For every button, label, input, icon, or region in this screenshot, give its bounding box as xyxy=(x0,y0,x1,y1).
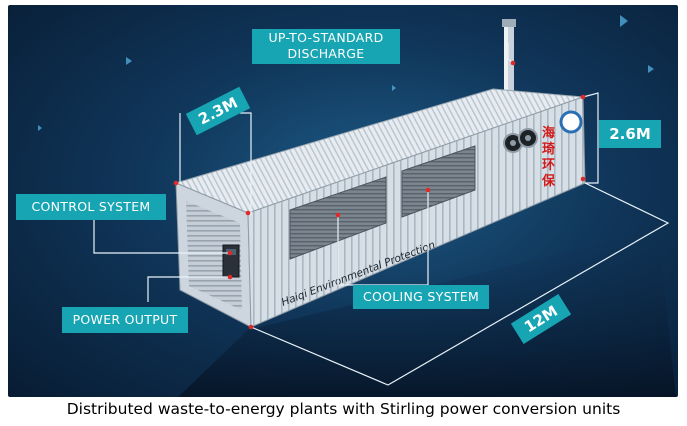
sign-char-2: 琦 xyxy=(542,141,555,157)
sign-char-1: 海 xyxy=(542,125,555,141)
leader-lines xyxy=(93,43,670,386)
exhaust-fans xyxy=(503,128,538,153)
company-logo xyxy=(559,110,583,134)
control-system-label: CONTROL SYSTEM xyxy=(16,194,166,220)
cooling-grille-right xyxy=(401,145,476,218)
discharge-label-line2: DISCHARGE xyxy=(287,46,365,61)
anchor-dots xyxy=(173,60,586,330)
background-particles xyxy=(38,15,654,131)
diagram-scene: 海 琦 环 保 Haiqi Environmental Protection xyxy=(8,5,678,397)
discharge-label-line1: UP-TO-STANDARD xyxy=(268,30,384,45)
power-output-label: POWER OUTPUT xyxy=(62,307,188,333)
figure-caption: Distributed waste-to-energy plants with … xyxy=(66,400,621,418)
sign-char-4: 保 xyxy=(541,173,556,189)
discharge-label: UP-TO-STANDARD DISCHARGE xyxy=(252,29,400,64)
exhaust-chimney xyxy=(502,19,516,105)
floor-shadow xyxy=(178,230,676,397)
end-face-louvers xyxy=(186,201,242,310)
chinese-sign: 海 琦 环 保 xyxy=(541,125,556,189)
sign-char-3: 环 xyxy=(542,158,555,173)
height-dimension-label: 2.6M xyxy=(599,120,661,148)
cooling-system-label: COOLING SYSTEM xyxy=(353,285,489,309)
